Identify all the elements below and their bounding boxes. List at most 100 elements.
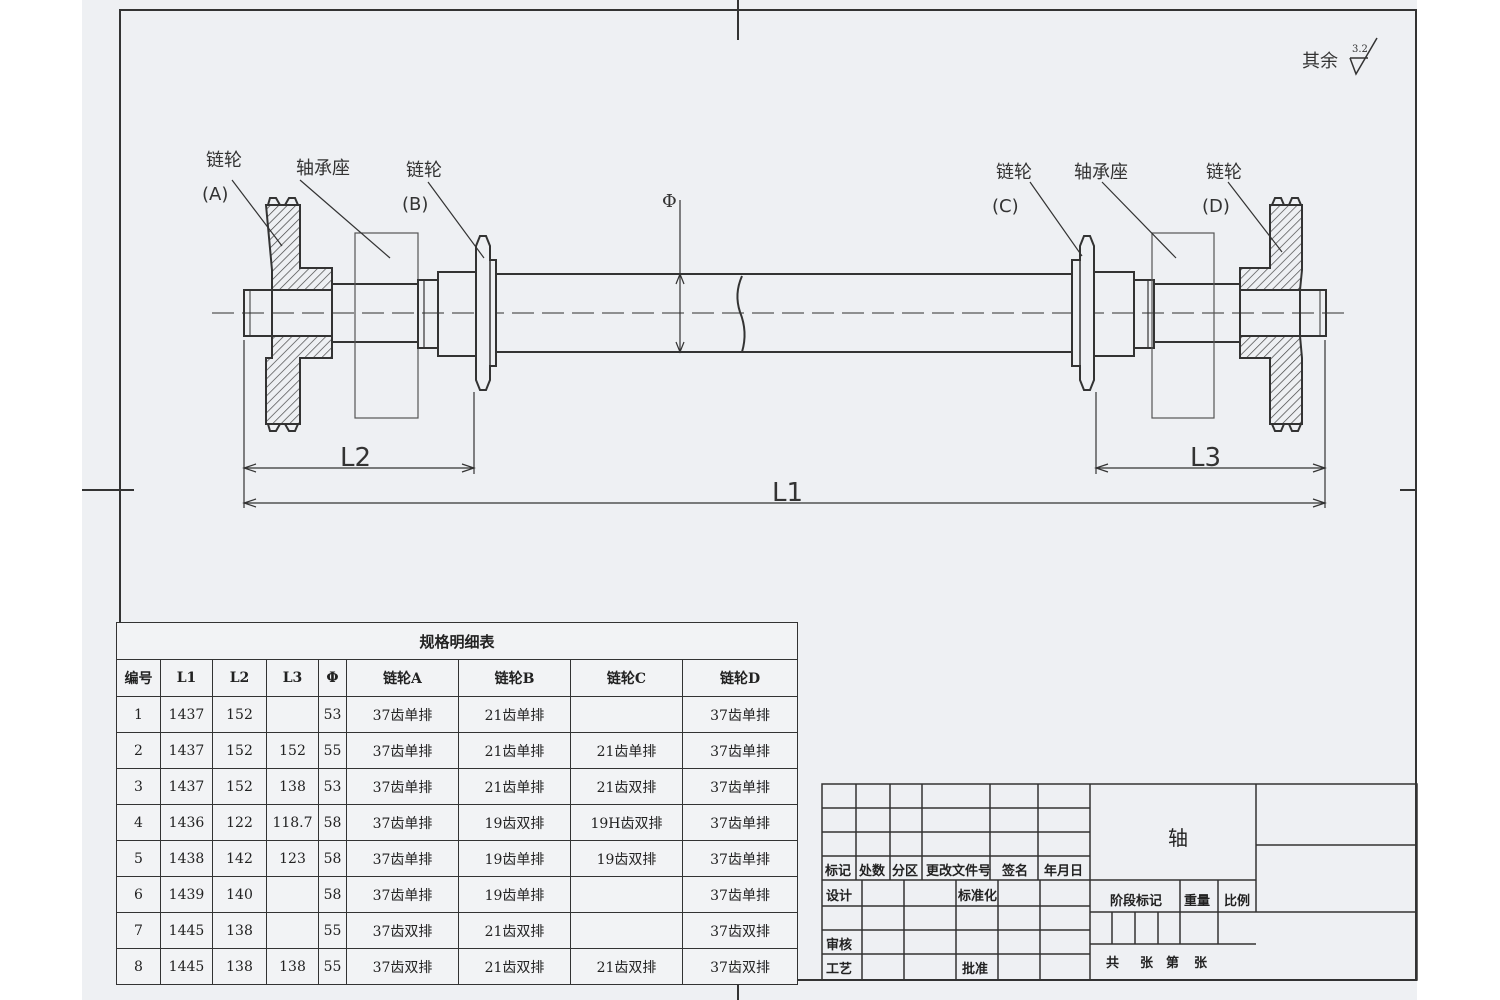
table-cell: 152	[212, 768, 267, 805]
sprocket-c-label: 链轮	[996, 162, 1032, 183]
table-cell: 21齿单排	[458, 732, 571, 769]
table-row: 4 1436 122 118.7 58 37齿单排 19齿双排 19H齿双排 3…	[116, 804, 799, 841]
sprocket-c	[1071, 235, 1095, 391]
header-sprocket-b: 链轮B	[458, 659, 571, 697]
sprocket-d-section	[1239, 204, 1303, 291]
table-cell: 55	[318, 912, 347, 949]
table-cell: 8	[116, 948, 161, 985]
table-cell: 21齿双排	[458, 912, 571, 949]
table-cell: 1438	[160, 840, 213, 877]
table-cell: 37齿单排	[346, 840, 459, 877]
header-diameter: Φ	[318, 659, 347, 697]
tb-zone: 分区	[892, 864, 919, 879]
spec-table-header-row: 编号 L1 L2 L3 Φ 链轮A 链轮B 链轮C 链轮D	[116, 659, 799, 697]
table-cell: 19齿单排	[458, 840, 571, 877]
shaft-step-left	[437, 271, 477, 357]
table-cell: 37齿单排	[681, 876, 799, 913]
tb-scale: 比例	[1224, 894, 1251, 909]
tb-process: 工艺	[826, 962, 853, 977]
table-cell: 138	[212, 948, 267, 985]
spec-table-title: 规格明细表	[115, 622, 799, 660]
table-row: 7 1445 138 55 37齿双排 21齿双排 37齿双排	[116, 912, 799, 949]
dim-l3-label: L3	[1190, 443, 1221, 473]
sprocket-a-teeth	[267, 197, 299, 432]
table-cell: 118.7	[266, 804, 319, 841]
shaft-end-left	[243, 289, 273, 337]
table-cell: 1437	[160, 732, 213, 769]
sprocket-b-tag: (B)	[402, 194, 428, 215]
spec-table: 规格明细表 编号 L1 L2 L3 Φ 链轮A 链轮B 链轮C 链轮D 1 14…	[115, 622, 799, 985]
table-cell: 58	[318, 840, 347, 877]
tb-approve: 批准	[962, 962, 989, 977]
table-cell: 1445	[160, 912, 213, 949]
table-cell	[570, 912, 683, 949]
table-cell: 37齿单排	[681, 696, 799, 733]
table-cell: 37齿单排	[681, 732, 799, 769]
table-cell	[570, 876, 683, 913]
bearing-right-label: 轴承座	[1074, 162, 1128, 183]
bearing-seat-right	[1151, 232, 1215, 419]
header-no: 编号	[116, 659, 161, 697]
header-l1: L1	[160, 659, 213, 697]
table-cell: 21齿双排	[570, 768, 683, 805]
table-cell: 21齿单排	[458, 768, 571, 805]
journal-right	[1153, 283, 1241, 343]
table-cell: 55	[318, 732, 347, 769]
table-cell: 138	[266, 768, 319, 805]
table-cell: 19齿单排	[458, 876, 571, 913]
bearing-left-label: 轴承座	[296, 158, 350, 179]
table-cell: 152	[212, 696, 267, 733]
table-cell: 2	[116, 732, 161, 769]
table-cell: 58	[318, 876, 347, 913]
table-cell: 19齿双排	[570, 840, 683, 877]
table-cell: 122	[212, 804, 267, 841]
table-cell: 55	[318, 948, 347, 985]
table-cell: 138	[266, 948, 319, 985]
tb-date: 年月日	[1044, 864, 1084, 879]
title-block-grid	[821, 783, 1418, 981]
table-cell: 37齿单排	[346, 768, 459, 805]
table-cell: 37齿单排	[681, 804, 799, 841]
collar-left	[417, 279, 439, 349]
table-cell: 152	[212, 732, 267, 769]
tb-signature: 签名	[1002, 864, 1029, 879]
table-cell: 37齿双排	[346, 912, 459, 949]
header-l2: L2	[212, 659, 267, 697]
sprocket-a-label: 链轮	[206, 150, 242, 171]
table-cell	[266, 876, 319, 913]
table-cell: 37齿单排	[346, 804, 459, 841]
surface-value: 3.2	[1352, 44, 1368, 55]
tb-stage-mark: 阶段标记	[1110, 894, 1163, 909]
table-cell: 1439	[160, 876, 213, 913]
table-row: 8 1445 138 138 55 37齿双排 21齿双排 21齿双排 37齿双…	[116, 948, 799, 985]
header-sprocket-c: 链轮C	[570, 659, 683, 697]
leader-lines	[231, 179, 1283, 259]
table-cell: 1437	[160, 768, 213, 805]
table-row: 1 1437 152 53 37齿单排 21齿单排 37齿单排	[116, 696, 799, 733]
table-cell: 21齿双排	[458, 948, 571, 985]
table-cell: 5	[116, 840, 161, 877]
bearing-seat-left	[354, 232, 419, 419]
table-cell: 21齿单排	[458, 696, 571, 733]
table-cell: 19H齿双排	[570, 804, 683, 841]
sprocket-a-section	[264, 204, 333, 291]
table-cell: 19齿双排	[458, 804, 571, 841]
table-cell: 142	[212, 840, 267, 877]
tb-standardize: 标准化	[958, 889, 998, 904]
diameter-symbol: Φ	[662, 191, 677, 212]
tb-count: 处数	[859, 864, 886, 879]
table-row: 6 1439 140 58 37齿单排 19齿单排 37齿单排	[116, 876, 799, 913]
table-cell: 53	[318, 768, 347, 805]
table-cell: 1436	[160, 804, 213, 841]
table-cell: 21齿单排	[570, 732, 683, 769]
table-cell: 4	[116, 804, 161, 841]
sprocket-d-teeth	[1271, 197, 1302, 432]
spec-table-title-row: 规格明细表	[115, 622, 799, 660]
sprocket-a-tag: (A)	[202, 184, 228, 205]
tb-review: 审核	[826, 938, 853, 953]
table-cell: 37齿双排	[681, 948, 799, 985]
break-line	[736, 275, 746, 353]
collar-right	[1133, 279, 1155, 349]
tb-design: 设计	[826, 889, 853, 904]
tb-sheet-unit2: 张	[1194, 956, 1208, 971]
